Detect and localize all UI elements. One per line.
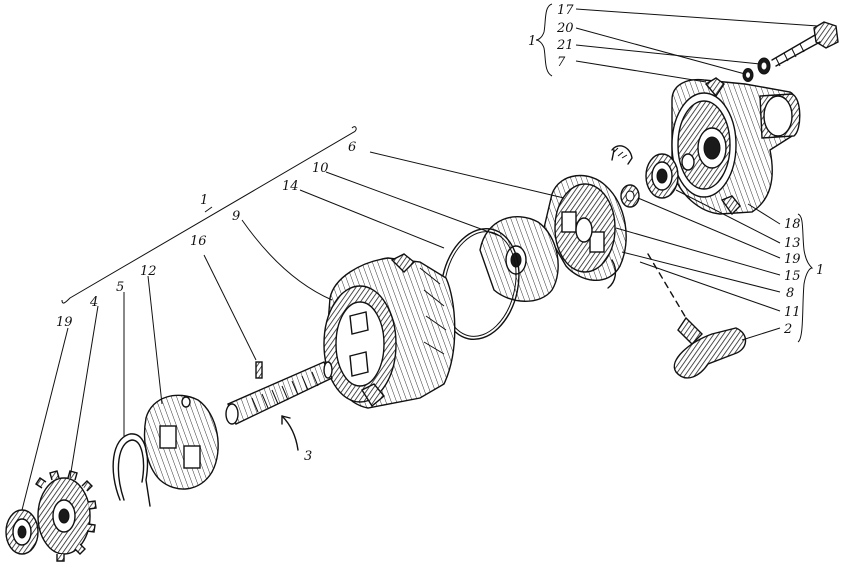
armature-shaft-3 (225, 361, 333, 425)
label-20: 20 (556, 21, 574, 36)
label-6: 6 (348, 140, 356, 155)
label-7: 7 (557, 55, 566, 70)
label-19-right: 19 (784, 252, 801, 267)
brush-holder-plate-6 (543, 174, 627, 289)
label-14: 14 (282, 179, 299, 194)
bearing-19-left (5, 509, 39, 555)
label-12: 12 (140, 264, 157, 279)
label-3: 3 (304, 449, 312, 464)
label-10: 10 (312, 161, 329, 176)
bushing-19-right (620, 184, 640, 208)
label-19-left: 19 (56, 315, 73, 330)
knob-2 (647, 253, 747, 379)
label-17: 17 (557, 3, 574, 18)
spring-clip-15 (611, 145, 633, 165)
part-labels: 17 20 21 7 1 6 10 14 1 9 16 12 5 4 19 3 … (56, 3, 824, 464)
label-8: 8 (786, 286, 794, 301)
bolt-17 (771, 21, 839, 67)
spring-5 (112, 433, 151, 507)
label-9: 9 (232, 209, 240, 224)
label-21: 21 (556, 38, 574, 53)
stator-housing-9 (323, 253, 456, 409)
label-1-top: 1 (528, 34, 536, 49)
label-5: 5 (116, 280, 124, 295)
label-18: 18 (784, 217, 801, 232)
rear-housing-7 (671, 77, 801, 216)
label-16: 16 (190, 234, 207, 249)
label-2: 2 (783, 322, 792, 337)
key-16 (255, 361, 263, 379)
washer-20 (742, 68, 754, 82)
label-1-right: 1 (816, 263, 824, 278)
gear-4 (35, 470, 97, 562)
label-15: 15 (784, 269, 801, 284)
label-4: 4 (89, 295, 98, 310)
leader-lines (21, 3, 819, 511)
washer-21 (757, 57, 771, 75)
brush-plate-12 (143, 394, 219, 490)
label-11: 11 (784, 305, 801, 320)
label-1-middle: 1 (200, 193, 208, 208)
label-13: 13 (784, 236, 801, 251)
bearing-13 (645, 153, 679, 199)
